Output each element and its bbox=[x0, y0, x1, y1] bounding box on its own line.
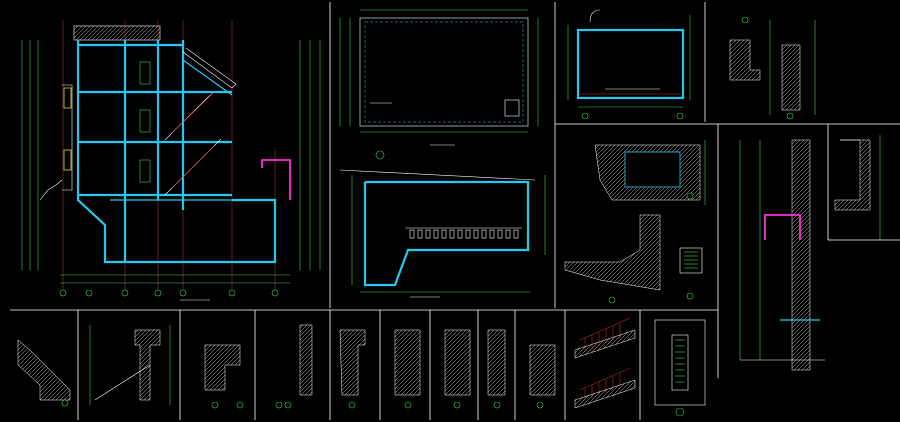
bottom-details bbox=[17, 317, 706, 417]
tank-section bbox=[339, 150, 546, 298]
gutter-details bbox=[564, 140, 706, 304]
tank-detail bbox=[567, 9, 691, 120]
building-section-1-1 bbox=[21, 20, 321, 301]
panel-borders bbox=[10, 2, 900, 420]
roof-plan bbox=[339, 9, 539, 146]
wall-section bbox=[739, 135, 881, 371]
parapet-detail bbox=[729, 16, 816, 120]
